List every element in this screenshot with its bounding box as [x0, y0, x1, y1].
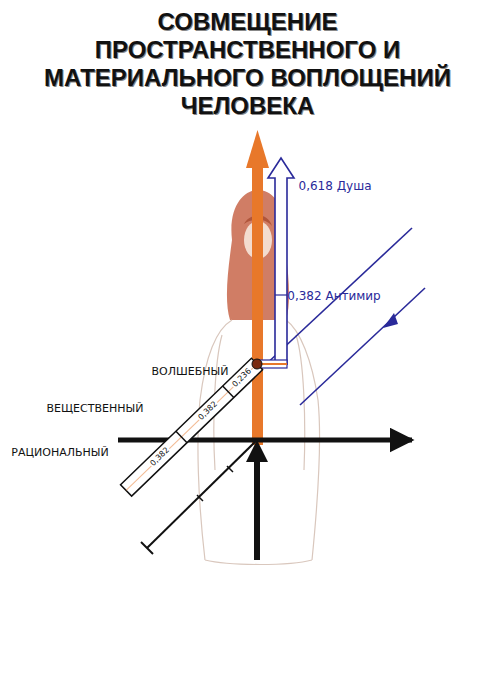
- soul-label: 0,618 Душа: [299, 179, 372, 193]
- title: СОВМЕЩЕНИЕ ПРОСТРАНСТВЕННОГО И МАТЕРИАЛЬ…: [40, 8, 455, 120]
- antiworld-label: 0,382 Антимир: [287, 289, 380, 303]
- axis-label: ВОЛШЕБНЫЙ: [152, 365, 229, 378]
- axis-label: ВЕЩЕСТВЕННЫЙ: [47, 402, 144, 415]
- axis-label: РАЦИОНАЛЬНЫЙ: [11, 446, 108, 459]
